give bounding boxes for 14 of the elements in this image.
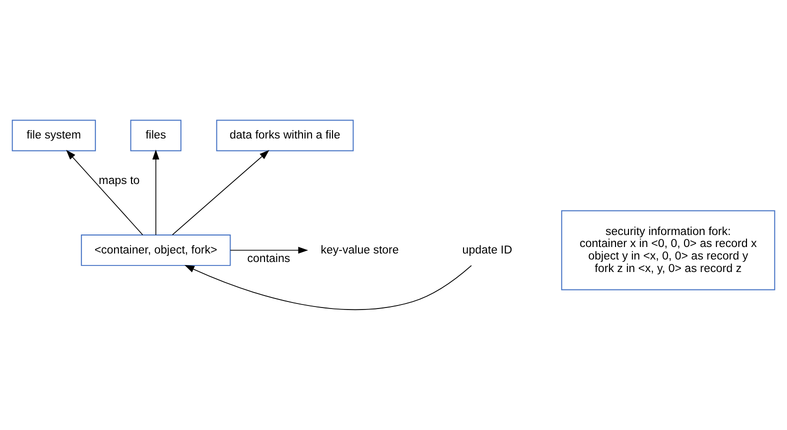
node-box: data forks within a file [216,120,354,152]
node-text: update ID [462,244,512,256]
arrow [66,150,144,236]
arrow [184,265,472,310]
arrow [230,246,308,254]
node-text: key-value store [320,244,399,256]
edge-label: maps to [98,174,140,187]
node-box: security information fork: container x in <0, 0, 0> as record x object y in <x, 0, 0> as record y fork z in <x, y, 0> as record z [561,210,776,290]
edge-label: contains [247,252,290,265]
arrow [152,150,160,236]
node-box: files [130,120,182,152]
node-box: <container, object, fork> [80,234,231,266]
node-box: file system [12,120,96,152]
arrow [172,150,270,236]
